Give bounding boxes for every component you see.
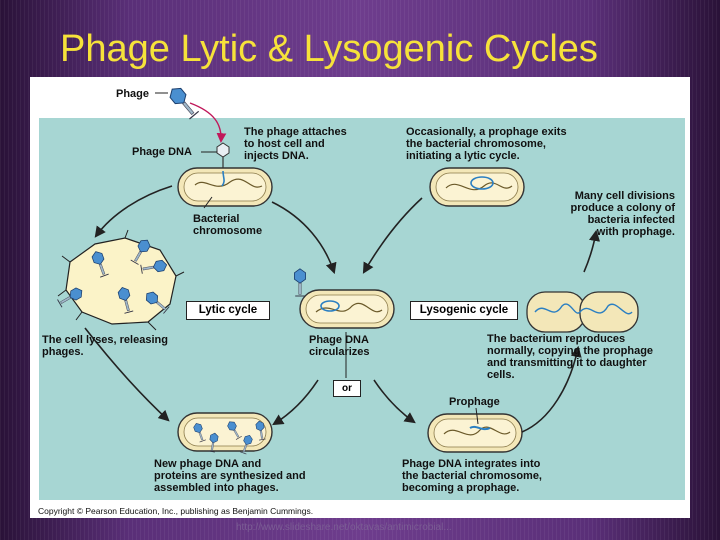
prophage-leader	[475, 407, 479, 425]
phage-approach-arrow	[189, 102, 227, 143]
footer-url: http://www.slideshare.net/oktavas/antimi…	[236, 522, 452, 533]
label-phage-dna: Phage DNA	[132, 146, 192, 158]
label-cell-lyses: The cell lyses, releasing phages.	[42, 334, 168, 358]
phage-assembly-cell	[177, 412, 273, 455]
or-label: or	[333, 380, 361, 397]
phage-on-cell-icon	[293, 268, 307, 297]
lysed-cell	[56, 229, 185, 331]
dividing-cells	[526, 291, 639, 333]
lysogenic-cycle-label: Lysogenic cycle	[410, 301, 518, 320]
host-cell-infected	[177, 167, 273, 207]
cycle-arrows	[84, 185, 601, 433]
label-synthesized: New phage DNA and proteins are synthesiz…	[154, 458, 306, 494]
label-reproduces: The bacterium reproduces normally, copyi…	[487, 333, 654, 381]
label-many-divisions: Many cell divisions produce a colony of …	[570, 190, 675, 238]
lytic-cycle-label: Lytic cycle	[186, 301, 270, 320]
label-phage: Phage	[116, 88, 150, 100]
copyright-notice: Copyright © Pearson Education, Inc., pub…	[38, 506, 314, 516]
label-integrates: Phage DNA integrates into the bacterial …	[402, 458, 542, 494]
label-circularizes: Phage DNA circularizes	[309, 334, 370, 358]
label-bacterial-chromosome: Bacterial chromosome	[193, 213, 263, 237]
attaching-phage-icon	[216, 142, 230, 171]
prophage-cell	[427, 413, 523, 453]
label-prophage: Prophage	[449, 396, 500, 408]
label-attaches: The phage attaches to host cell and inje…	[244, 126, 347, 162]
phage-icon	[166, 84, 201, 121]
chromosome-leader	[203, 196, 213, 209]
circularizing-cell	[299, 289, 395, 329]
label-prophage-exits: Occasionally, a prophage exits the bacte…	[406, 126, 567, 162]
slide-title: Phage Lytic & Lysogenic Cycles	[60, 28, 598, 70]
prophage-exit-cell	[429, 167, 525, 207]
